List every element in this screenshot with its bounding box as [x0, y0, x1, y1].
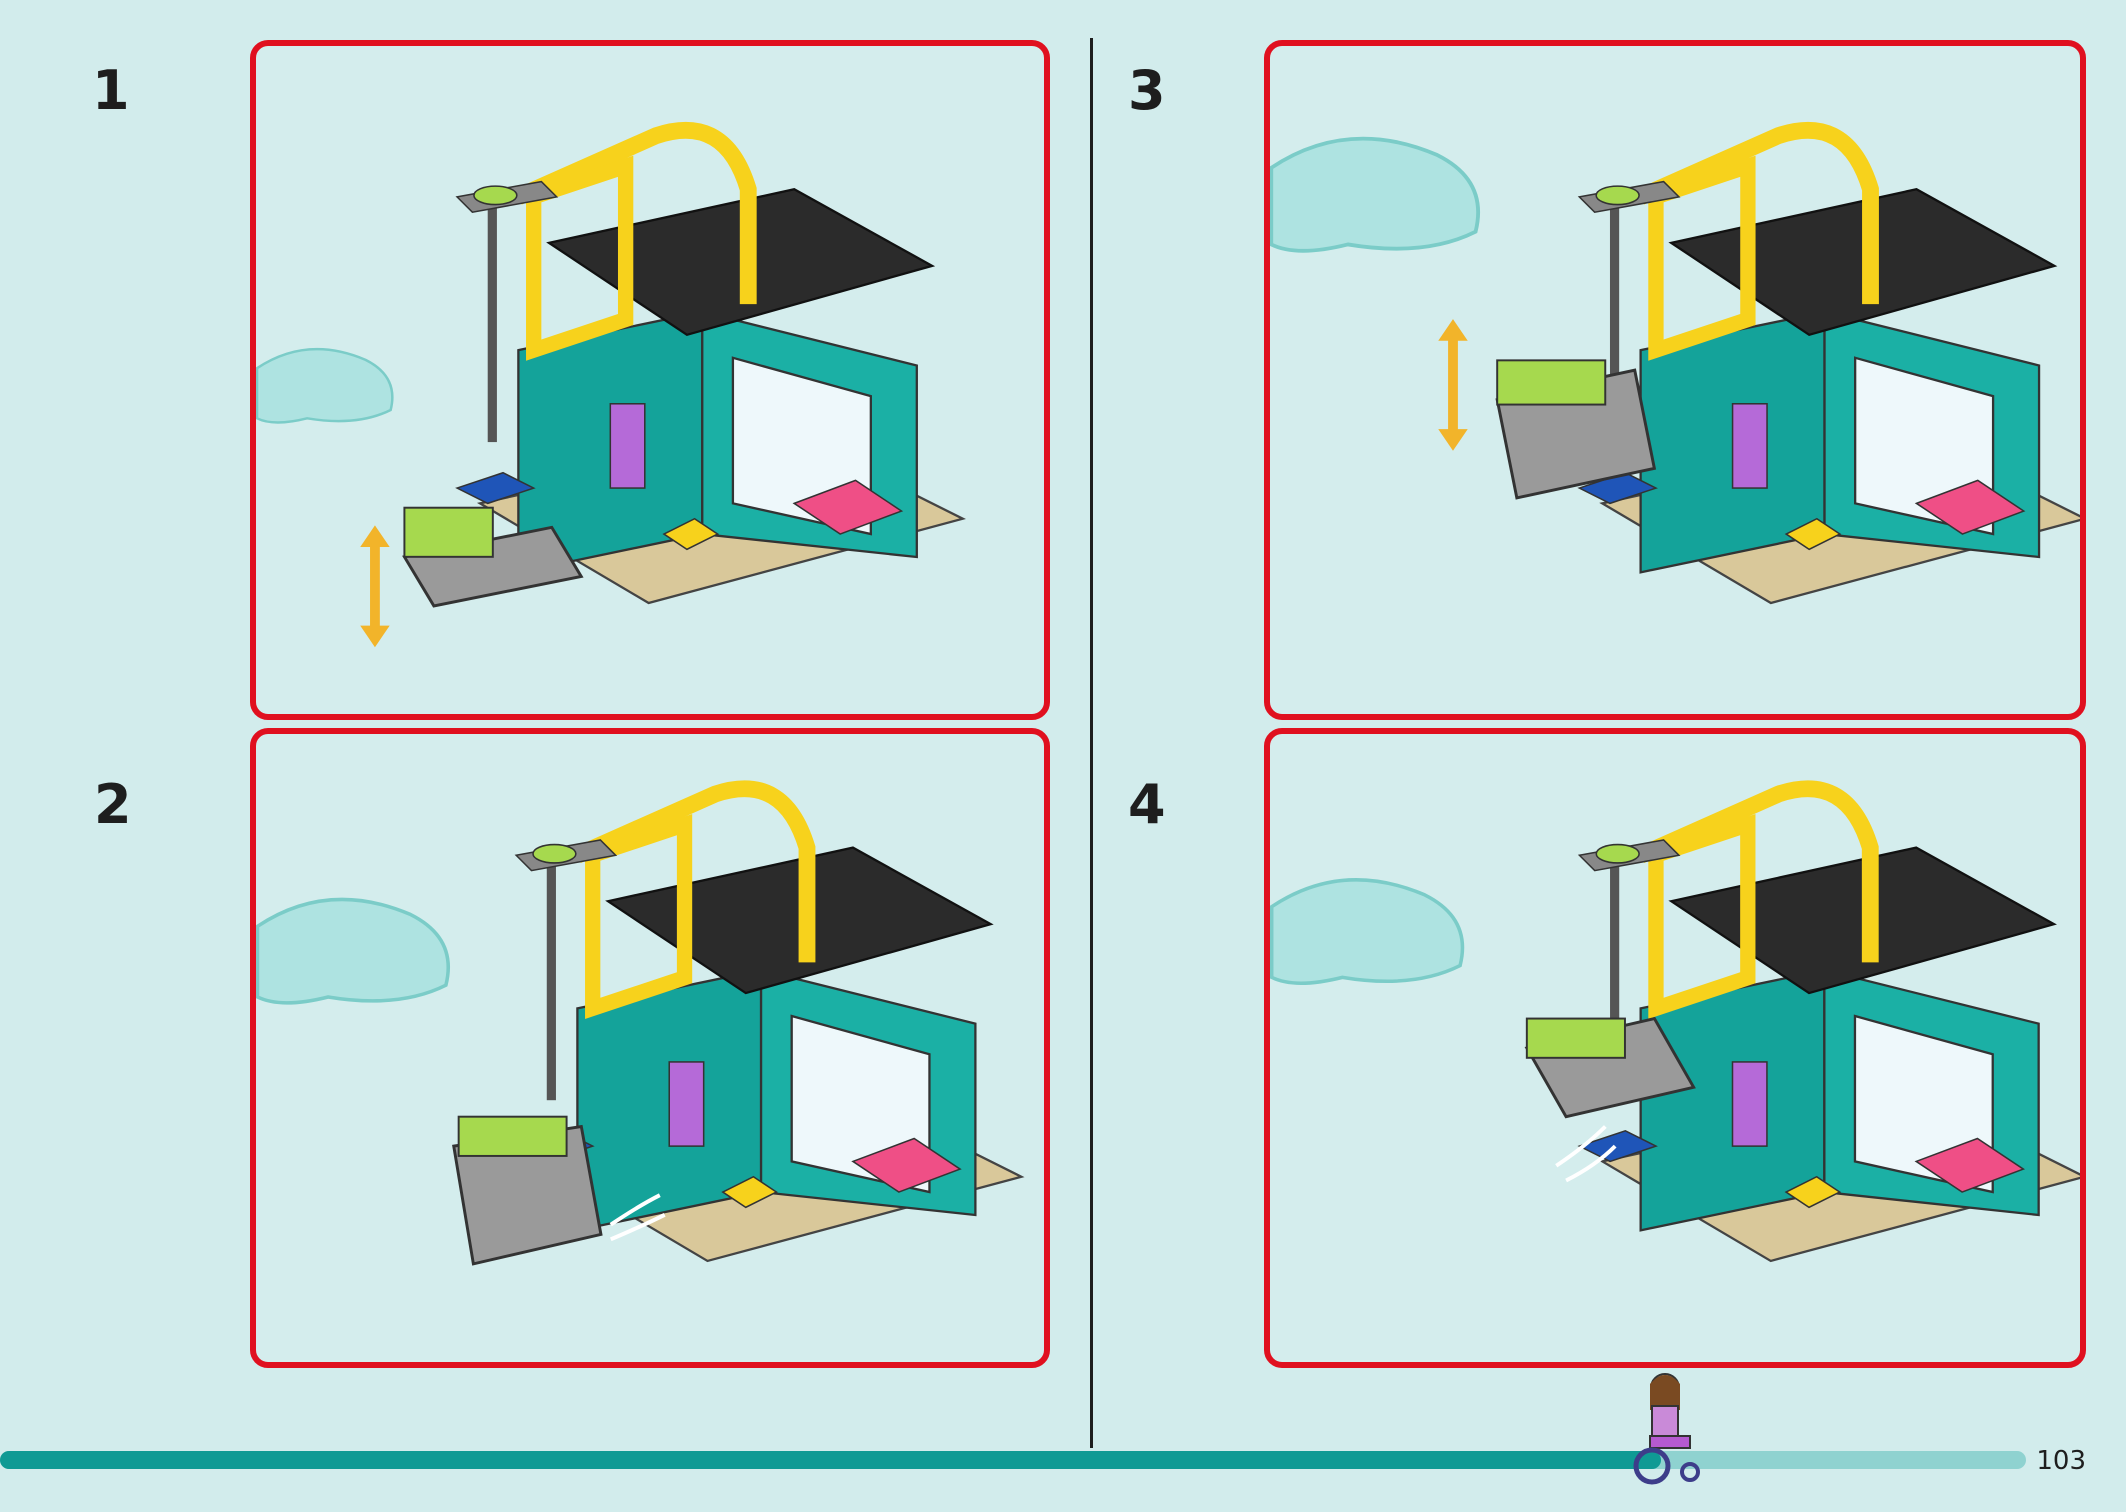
minifigure-wheelchair-icon: [1633, 1373, 1700, 1485]
step-1-illustration: [256, 46, 1044, 648]
step-4-illustration: [1270, 734, 2080, 1362]
step-number-2: 2: [94, 773, 132, 836]
step-2-illustration: [256, 734, 1044, 1362]
step-3-illustration: [1270, 46, 2080, 714]
page-number: 103: [2036, 1446, 2086, 1476]
step-number-4: 4: [1128, 773, 1166, 836]
column-divider: [1090, 38, 1093, 1448]
page-progress-fill: [0, 1451, 1662, 1469]
step-number-3: 3: [1128, 59, 1166, 122]
step-number-1: 1: [92, 59, 130, 122]
step-1-panel: [250, 40, 1050, 720]
step-2-panel: [250, 728, 1050, 1368]
step-3-panel: [1264, 40, 2086, 720]
page-progress-bar: [0, 1451, 2026, 1469]
step-4-panel: [1264, 728, 2086, 1368]
